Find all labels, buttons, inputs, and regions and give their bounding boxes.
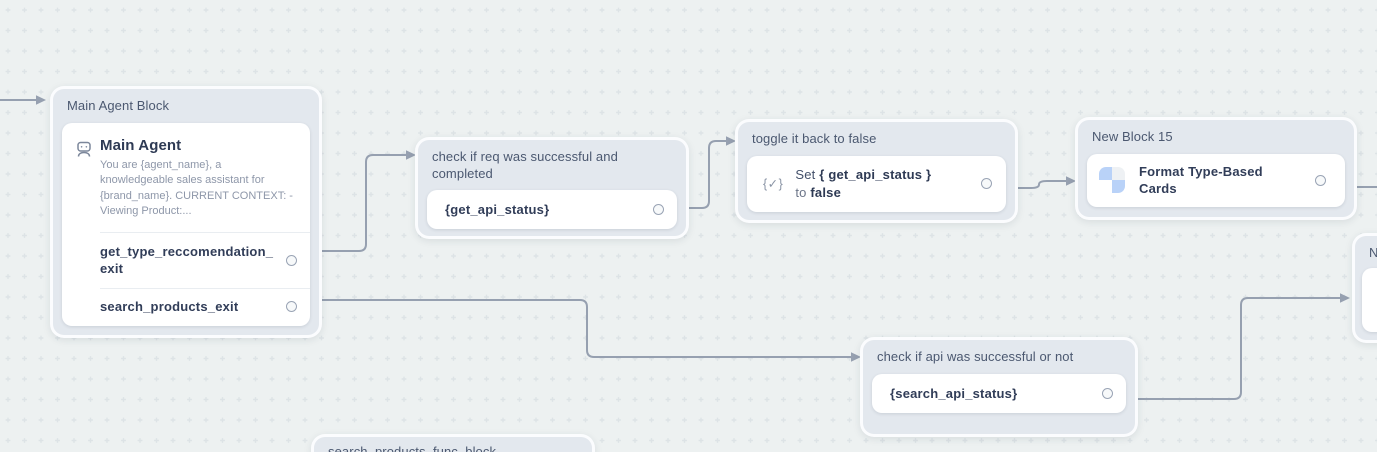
agent-name: Main Agent <box>100 136 182 154</box>
exit-row-search-products[interactable]: search_products_exit <box>62 288 310 325</box>
block-title: Main Agent Block <box>67 98 170 113</box>
output-port-get-type[interactable] <box>286 254 297 266</box>
set-to-keyword: to <box>795 184 807 200</box>
partial-right-block[interactable]: N <box>1352 233 1377 343</box>
arrowhead-newblock15 <box>1066 176 1076 186</box>
agent-header: Main Agent You are {agent_name}, a knowl… <box>62 123 310 232</box>
connector-toggle-to-newblock15[interactable] <box>992 180 1067 189</box>
set-value: false <box>810 184 842 200</box>
agent-description: You are {agent_name}, a knowledgeable sa… <box>100 158 293 218</box>
condition-card-search-api-status[interactable]: {search_api_status} <box>872 373 1126 413</box>
component-card-format-cards[interactable]: Format Type-Based Cards <box>1087 153 1345 207</box>
block-title: toggle it back to false <box>752 131 877 146</box>
output-port-search-products[interactable] <box>286 301 297 313</box>
step-label: Format Type-Based Cards <box>1139 163 1263 197</box>
partial-right-card[interactable] <box>1362 268 1377 332</box>
block-title: New Block 15 <box>1092 129 1173 144</box>
connector-gettype-to-checkreq[interactable] <box>299 154 407 252</box>
toggle-false-block[interactable]: toggle it back to false {✓} Set { get_ap… <box>735 119 1018 223</box>
exit-label: get_type_reccomendation_exit <box>100 244 274 277</box>
output-port-format-cards[interactable] <box>1315 174 1326 186</box>
output-port-search-api-status[interactable] <box>1102 387 1113 399</box>
agent-robot-icon <box>74 139 94 164</box>
arrowhead-checkapi <box>851 352 861 362</box>
new-block-15[interactable]: New Block 15 Format Type-Based Cards <box>1075 117 1357 220</box>
connector-getstatus-to-toggle[interactable] <box>664 140 727 209</box>
check-api-block[interactable]: check if api was successful or not {sear… <box>860 337 1138 437</box>
connector-searchapi-to-partial-block[interactable] <box>1111 297 1341 400</box>
block-title: check if req was successful and complete… <box>432 149 618 181</box>
output-port-get-api-status[interactable] <box>653 204 664 216</box>
block-title: check if api was successful or not <box>877 349 1074 364</box>
exit-row-get-type-reccomendation[interactable]: get_type_reccomendation_exit <box>62 232 310 288</box>
condition-text: {search_api_status} <box>890 385 1018 401</box>
connector-search-to-checkapi[interactable] <box>299 299 852 358</box>
search-products-func-block[interactable]: search_products_func_block <box>311 434 595 452</box>
exit-label: search_products_exit <box>100 299 239 315</box>
condition-text: {get_api_status} <box>445 202 550 218</box>
set-keyword: Set <box>795 166 816 182</box>
arrowhead-partial-block <box>1340 293 1350 303</box>
arrowhead-entry <box>36 95 46 105</box>
block-title: search_products_func_block <box>328 444 497 452</box>
component-quadrant-icon <box>1099 167 1125 194</box>
main-agent-card[interactable]: Main Agent You are {agent_name}, a knowl… <box>62 122 310 326</box>
main-agent-block[interactable]: Main Agent Block Main Agent You are {age… <box>50 86 322 338</box>
output-port-set-variable[interactable] <box>981 178 992 190</box>
connector-arrowheads <box>36 95 1350 362</box>
arrowhead-toggle <box>726 136 736 146</box>
set-variable-text: Set { get_api_status } to false <box>795 166 969 202</box>
check-req-block[interactable]: check if req was successful and complete… <box>415 137 689 239</box>
connector-wires[interactable] <box>0 99 1377 400</box>
condition-card-get-api-status[interactable]: {get_api_status} <box>427 190 677 230</box>
set-variable-name: { get_api_status } <box>819 166 932 182</box>
set-variable-card[interactable]: {✓} Set { get_api_status } to false <box>747 155 1006 212</box>
set-variable-icon: {✓} <box>763 177 784 192</box>
block-title: N <box>1369 245 1377 260</box>
arrowhead-checkreq <box>406 150 416 160</box>
